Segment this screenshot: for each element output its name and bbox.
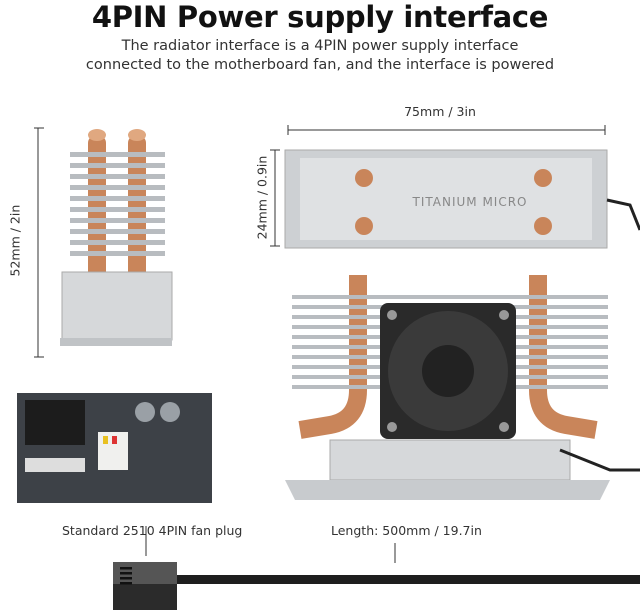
motherboard-photo <box>17 393 212 503</box>
height-dimension-line <box>34 127 44 358</box>
length-label: Length: 500mm / 19.7in <box>331 523 482 538</box>
height-dimension-label: 52mm / 2in <box>7 204 23 277</box>
plate-brand-text: TITANIUM MICRO <box>412 195 528 209</box>
top-view-heatsink <box>284 149 640 249</box>
page-title: 4PIN Power supply interface <box>91 0 549 34</box>
thickness-dimension-label: 24mm / 0.9in <box>254 155 270 240</box>
thickness-dimension-line <box>270 149 280 247</box>
front-view-heatsink <box>285 275 640 500</box>
width-dimension-label: 75mm / 3in <box>404 104 476 119</box>
width-dimension-line <box>287 125 606 135</box>
fan-cable <box>113 526 640 610</box>
side-view-heatsink <box>60 129 173 346</box>
plug-label: Standard 2510 4PIN fan plug <box>62 523 243 538</box>
subtitle-line-1: The radiator interface is a 4PIN power s… <box>121 38 519 54</box>
subtitle-line-2: connected to the motherboard fan, and th… <box>85 57 555 73</box>
